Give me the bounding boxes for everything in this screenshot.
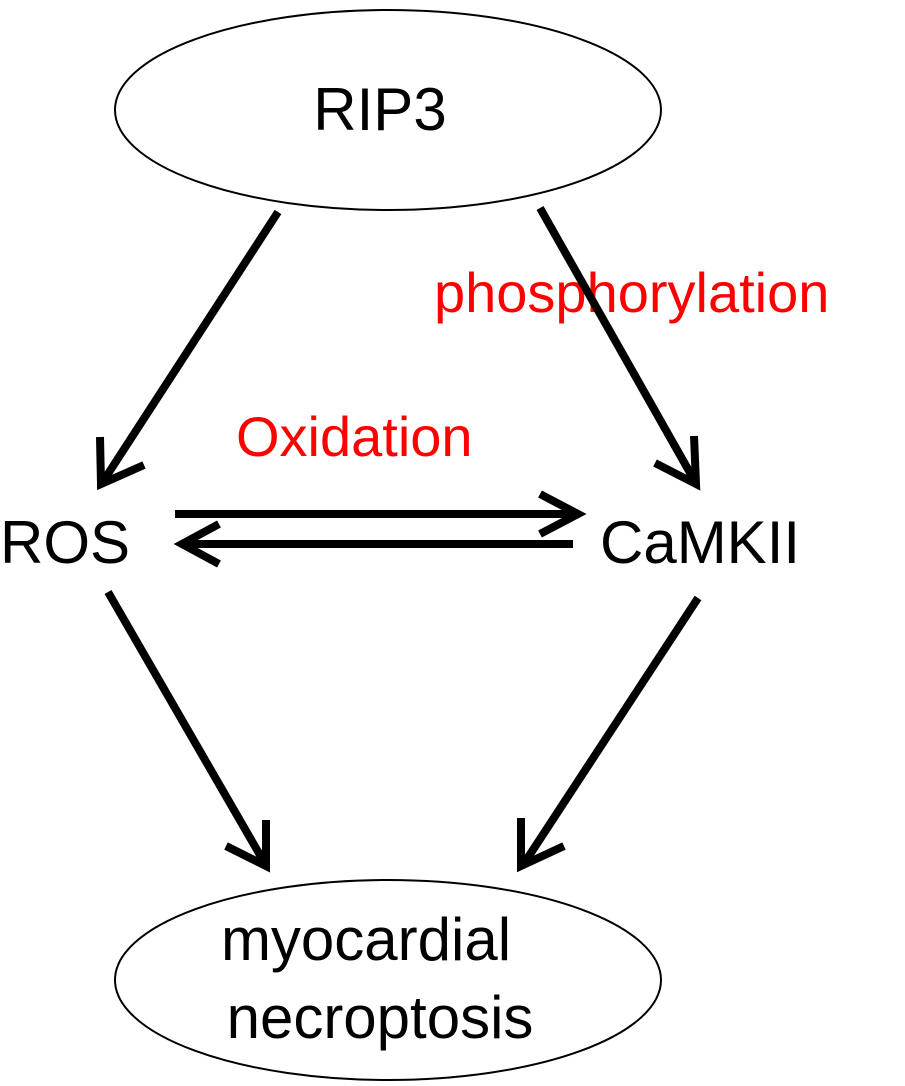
arrow-camkii-to-outcome	[517, 595, 702, 873]
outcome-label-line2: necroptosis	[227, 984, 534, 1051]
arrow-ros-to-outcome	[104, 589, 270, 873]
arrow-rip3-to-ros	[96, 209, 282, 491]
node-ros-label: ROS	[0, 509, 130, 576]
arrow-ros-to-camkii	[175, 490, 587, 538]
arrow-rip3-to-camkii	[536, 206, 701, 491]
arrow-camkii-to-ros	[173, 520, 573, 568]
edge-label-phosphorylation: phosphorylation	[434, 261, 829, 324]
rip3-ellipse	[114, 9, 662, 211]
outcome-ellipse	[114, 879, 662, 1081]
node-myocardial-necroptosis: myocardial necroptosis	[114, 879, 662, 1081]
rip3-label: RIP3	[313, 76, 446, 143]
node-rip3: RIP3	[114, 9, 662, 211]
outcome-label-line1: myocardial	[221, 906, 511, 973]
node-camkii-label: CaMKII	[600, 509, 800, 576]
edge-label-oxidation: Oxidation	[236, 405, 473, 468]
